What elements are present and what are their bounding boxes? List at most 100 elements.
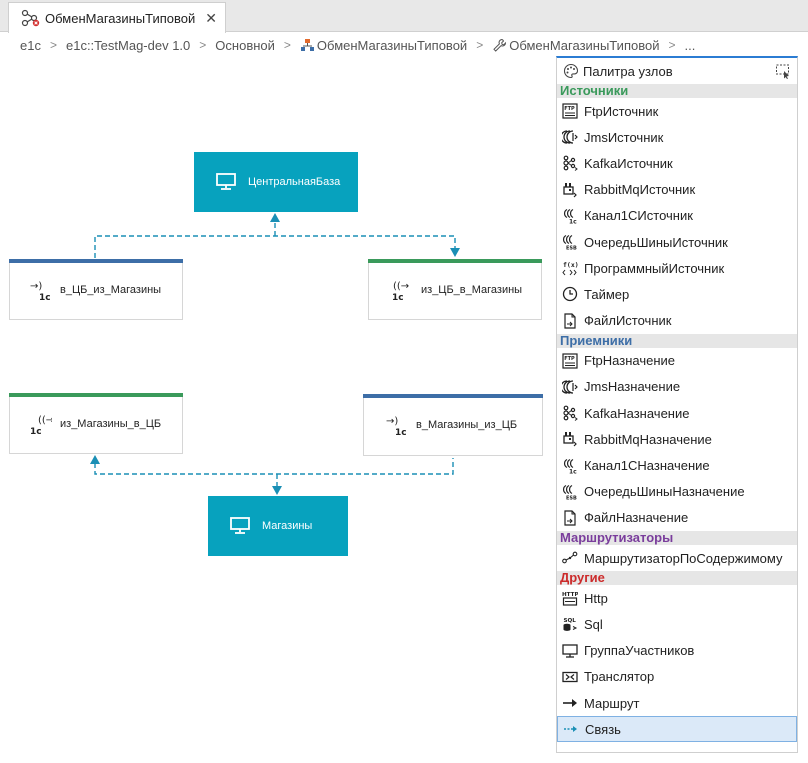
palette-item[interactable]: JmsНазначение bbox=[557, 374, 797, 400]
palette-item[interactable]: МаршрутизаторПоСодержимому bbox=[557, 545, 797, 571]
channel-1c-icon: 1c bbox=[563, 208, 577, 224]
card-header-bar bbox=[9, 393, 183, 397]
router-icon bbox=[562, 551, 578, 564]
palette-item[interactable]: ESB ОчередьШиныНазначение bbox=[557, 479, 797, 505]
palette-item-label: Sql bbox=[584, 616, 603, 632]
palette-icon bbox=[563, 63, 579, 79]
palette-item[interactable]: ФайлИсточник bbox=[557, 308, 797, 334]
node-label: из_ЦБ_в_Магазины bbox=[421, 283, 523, 296]
exchange-plan-icon bbox=[300, 38, 314, 51]
breadcrumb-item-project[interactable]: e1c bbox=[20, 37, 41, 53]
node-link-to-cb-from-shops[interactable]: →) 1c в_ЦБ_из_Магазины bbox=[9, 259, 183, 320]
svg-text:1c: 1c bbox=[392, 293, 404, 302]
palette-item[interactable]: Транслятор bbox=[557, 664, 797, 690]
palette-item[interactable]: ФайлНазначение bbox=[557, 505, 797, 531]
breadcrumb-item-scheme[interactable]: ОбменМагазиныТиповой bbox=[509, 37, 660, 53]
svg-text:f(x): f(x) bbox=[563, 261, 578, 269]
monitor-icon bbox=[562, 644, 578, 658]
palette-category-2: Маршрутизаторы bbox=[557, 531, 797, 545]
ftp-icon: FTP bbox=[562, 353, 578, 369]
palette-item-label: ФайлНазначение bbox=[584, 510, 689, 526]
node-link-from-shops-to-cb[interactable]: ((→ 1c из_Магазины_в_ЦБ bbox=[9, 393, 183, 454]
palette-item[interactable]: 1c Канал1СНазначение bbox=[557, 452, 797, 478]
jms-icon bbox=[562, 380, 578, 394]
palette-item-label: KafkaНазначение bbox=[584, 405, 690, 421]
breadcrumb-item-version[interactable]: e1c::TestMag-dev 1.0 bbox=[65, 37, 191, 53]
palette-item-label: JmsИсточник bbox=[584, 129, 664, 145]
breadcrumb-more[interactable]: ... bbox=[684, 37, 696, 53]
palette-item[interactable]: 1c Канал1СИсточник bbox=[557, 203, 797, 229]
svg-text:FTP: FTP bbox=[564, 356, 575, 362]
clock-icon bbox=[562, 287, 578, 302]
palette-item[interactable]: JmsИсточник bbox=[557, 124, 797, 150]
esb-queue-icon: ESB bbox=[562, 234, 577, 250]
palette-item[interactable]: ESB ОчередьШиныИсточник bbox=[557, 229, 797, 255]
node-label: из_Магазины_в_ЦБ bbox=[60, 417, 162, 430]
svg-text:FTP: FTP bbox=[564, 106, 575, 112]
close-tab-icon[interactable]: ✕ bbox=[205, 10, 217, 26]
monitor-icon bbox=[216, 173, 236, 190]
breadcrumb-item-exchange[interactable]: ОбменМагазиныТиповой bbox=[316, 37, 468, 53]
channel-1c-icon: ((→ 1c bbox=[30, 415, 52, 436]
palette-item[interactable]: FTP FtpНазначение bbox=[557, 348, 797, 374]
palette-header: Палитра узлов bbox=[557, 58, 797, 84]
palette-title: Палитра узлов bbox=[583, 63, 673, 79]
palette-item[interactable]: Связь bbox=[557, 716, 797, 743]
tab-title: ОбменМагазиныТиповой bbox=[45, 10, 196, 26]
kafka-icon bbox=[563, 156, 578, 172]
tab-obmen-magaziny[interactable]: ОбменМагазиныТиповой ✕ bbox=[8, 2, 226, 33]
svg-text:HTTP: HTTP bbox=[562, 592, 578, 598]
palette-item-label: МаршрутизаторПоСодержимому bbox=[584, 550, 783, 566]
channel-1c-icon: →) 1c bbox=[386, 416, 407, 437]
palette-item[interactable]: SQL Sql bbox=[557, 611, 797, 637]
palette-item[interactable]: KafkaИсточник bbox=[557, 150, 797, 176]
jms-icon bbox=[562, 130, 578, 144]
node-label: в_Магазины_из_ЦБ bbox=[416, 419, 518, 431]
chevron-right-icon: > bbox=[476, 38, 484, 52]
node-central-base[interactable]: ЦентральнаяБаза bbox=[194, 152, 358, 212]
svg-text:→): →) bbox=[30, 281, 42, 292]
breadcrumb-item-main[interactable]: Основной bbox=[215, 37, 275, 53]
channel-1c-icon: 1c bbox=[563, 458, 577, 474]
node-link-to-shops-from-cb[interactable]: →) 1c в_Магазины_из_ЦБ bbox=[363, 394, 543, 456]
svg-text:((→: ((→ bbox=[38, 415, 52, 426]
svg-text:→): →) bbox=[386, 416, 398, 427]
chevron-right-icon: > bbox=[49, 38, 57, 52]
translator-icon bbox=[562, 671, 578, 682]
node-shops[interactable]: Магазины bbox=[208, 496, 348, 556]
palette-item[interactable]: Таймер bbox=[557, 281, 797, 307]
palette-item-label: Таймер bbox=[584, 286, 630, 302]
svg-text:ESB: ESB bbox=[566, 495, 577, 500]
palette-item-label: JmsНазначение bbox=[584, 379, 681, 395]
sql-icon: SQL bbox=[563, 618, 578, 632]
select-tool-icon[interactable] bbox=[775, 63, 791, 79]
code-icon: f(x) bbox=[562, 261, 578, 276]
diagram-connections bbox=[90, 213, 460, 495]
palette-item-label: Канал1СНазначение bbox=[584, 458, 710, 474]
file-icon bbox=[564, 510, 576, 526]
palette-item[interactable]: RabbitMqИсточник bbox=[557, 177, 797, 203]
palette-item-label: FtpНазначение bbox=[584, 353, 676, 369]
palette-item-label: ОчередьШиныНазначение bbox=[584, 484, 745, 500]
monitor-icon bbox=[230, 517, 250, 534]
node-link-from-cb-to-shops[interactable]: ((→ 1c из_ЦБ_в_Магазины bbox=[368, 259, 542, 320]
palette-item-label: Канал1СИсточник bbox=[584, 208, 693, 224]
chevron-right-icon: > bbox=[668, 38, 676, 52]
palette-item[interactable]: ГруппаУчастников bbox=[557, 638, 797, 664]
palette-item[interactable]: f(x)ПрограммныйИсточник bbox=[557, 255, 797, 281]
palette-category-3: Другие bbox=[557, 571, 797, 586]
palette-item[interactable]: KafkaНазначение bbox=[557, 400, 797, 426]
palette-item-label: RabbitMqИсточник bbox=[584, 182, 696, 198]
wrench-icon bbox=[493, 38, 507, 52]
rabbitmq-icon bbox=[563, 432, 577, 447]
palette-item[interactable]: RabbitMqНазначение bbox=[557, 426, 797, 452]
breadcrumb: e1c > e1c::TestMag-dev 1.0 > Основной > … bbox=[20, 36, 695, 54]
palette-item[interactable]: Маршрут bbox=[557, 690, 797, 716]
palette-item-label: RabbitMqНазначение bbox=[584, 431, 712, 447]
http-icon: HTTP bbox=[562, 592, 578, 606]
palette-item-label: ОчередьШиныИсточник bbox=[584, 234, 728, 250]
